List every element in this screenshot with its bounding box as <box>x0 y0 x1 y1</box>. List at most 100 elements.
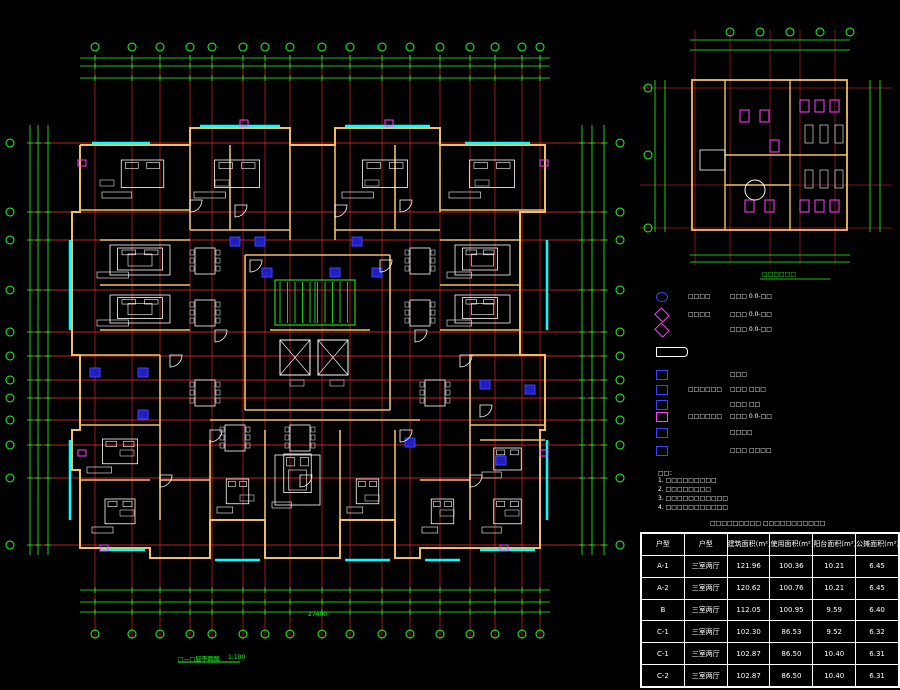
wardrobe <box>481 526 502 534</box>
table-cell: 三室两厅 <box>683 664 728 687</box>
axis-bubble <box>127 629 137 639</box>
chair <box>404 317 410 324</box>
bed-furniture <box>283 453 312 493</box>
chair <box>215 249 221 256</box>
fixture <box>351 236 363 247</box>
wardrobe <box>448 191 481 199</box>
bed-furniture <box>493 498 522 525</box>
window-frame <box>239 119 249 127</box>
chair <box>219 434 225 441</box>
wardrobe <box>101 191 133 199</box>
door-swing <box>459 354 473 368</box>
room-label-mark <box>119 449 135 457</box>
square-icon <box>656 385 668 395</box>
axis-bubble <box>615 235 625 245</box>
detail-partition <box>804 124 814 144</box>
pillow <box>239 480 247 487</box>
axis-bubble <box>285 629 295 639</box>
chair <box>245 442 251 449</box>
room-label-mark <box>289 379 305 387</box>
bed-furniture <box>117 247 163 271</box>
door-swing <box>169 354 183 368</box>
detail-fixture <box>814 99 825 113</box>
room-label-mark <box>119 509 135 517</box>
note-line: 4. □□□□□□□□□□□ <box>658 504 728 511</box>
table-cell: B <box>641 598 685 622</box>
chair <box>404 301 410 308</box>
bed-furniture <box>430 498 455 525</box>
axis-bubble <box>405 629 415 639</box>
bed-furniture <box>117 297 163 319</box>
fixture <box>89 367 101 378</box>
legend-note: □□□ 0.0-□□ <box>730 311 772 318</box>
note-line: 1. □□□□□□□□□ <box>658 477 717 484</box>
table-cell: 三室两厅 <box>683 642 728 666</box>
axis-bubble <box>207 629 217 639</box>
axis-bubble <box>615 138 625 148</box>
chair <box>189 381 195 388</box>
legend-note: □□□ □□□ <box>730 386 766 393</box>
axis-bubble <box>5 440 15 450</box>
square-icon <box>656 428 668 438</box>
axis-bubble <box>755 27 765 37</box>
main-plan-scale: 1:100 <box>228 654 246 661</box>
bathtub-icon <box>656 347 688 357</box>
legend-note: □□□ <box>730 371 748 378</box>
axis-bubble <box>405 42 415 52</box>
legend-label: □□□□□□ <box>688 413 723 420</box>
axis-bubble <box>260 42 270 52</box>
axis-bubble <box>155 42 165 52</box>
elevator-cross <box>317 339 349 376</box>
pillow <box>509 449 519 456</box>
square-icon <box>656 446 668 456</box>
room-label-mark <box>364 494 380 502</box>
table-cell: 112.05 <box>726 598 771 622</box>
axis-bubble <box>5 415 15 425</box>
axis-bubble <box>155 629 165 639</box>
detail-fixture <box>829 199 840 213</box>
room-label-mark <box>214 179 230 187</box>
coffee-table <box>288 469 307 491</box>
chair <box>404 309 410 316</box>
detail-partition <box>834 169 844 189</box>
axis-bubble <box>377 629 387 639</box>
table-cell: 9.52 <box>812 620 857 644</box>
table-cell: A-2 <box>641 576 685 600</box>
pillow <box>144 249 159 256</box>
table-cell: 86.50 <box>769 642 814 666</box>
pillow <box>299 457 309 467</box>
pillow <box>228 480 236 487</box>
chair <box>245 426 251 433</box>
axis-bubble <box>725 27 735 37</box>
chair <box>419 397 425 404</box>
axis-bubble <box>345 42 355 52</box>
table-cell: 6.31 <box>855 642 899 666</box>
table-cell: 公摊面积(m²) <box>855 533 899 556</box>
bed-furniture <box>120 159 165 188</box>
bed-furniture <box>214 159 260 188</box>
legend-label: □□□□□□ <box>688 386 723 393</box>
chair <box>189 249 195 256</box>
table-cell: 100.95 <box>769 598 814 622</box>
table-cell: 阳台面积(m²) <box>812 533 857 556</box>
bed-furniture <box>493 447 522 471</box>
table-cell: 121.96 <box>726 554 771 578</box>
wardrobe <box>346 506 364 514</box>
door-swing <box>234 204 248 218</box>
axis-bubble <box>185 629 195 639</box>
axis-bubble <box>5 351 15 361</box>
axis-bubble <box>345 629 355 639</box>
legend-label: □□□□ <box>688 293 711 300</box>
table-cell: 三室两厅 <box>683 620 728 644</box>
chair <box>310 426 316 433</box>
axis-bubble <box>5 285 15 295</box>
axis-bubble <box>643 83 653 93</box>
wardrobe <box>216 506 234 514</box>
fixture <box>229 236 241 247</box>
chair <box>430 309 436 316</box>
chair <box>215 257 221 264</box>
table-cell: 86.53 <box>769 620 814 644</box>
axis-bubble <box>815 27 825 37</box>
coffee-table <box>127 303 153 315</box>
